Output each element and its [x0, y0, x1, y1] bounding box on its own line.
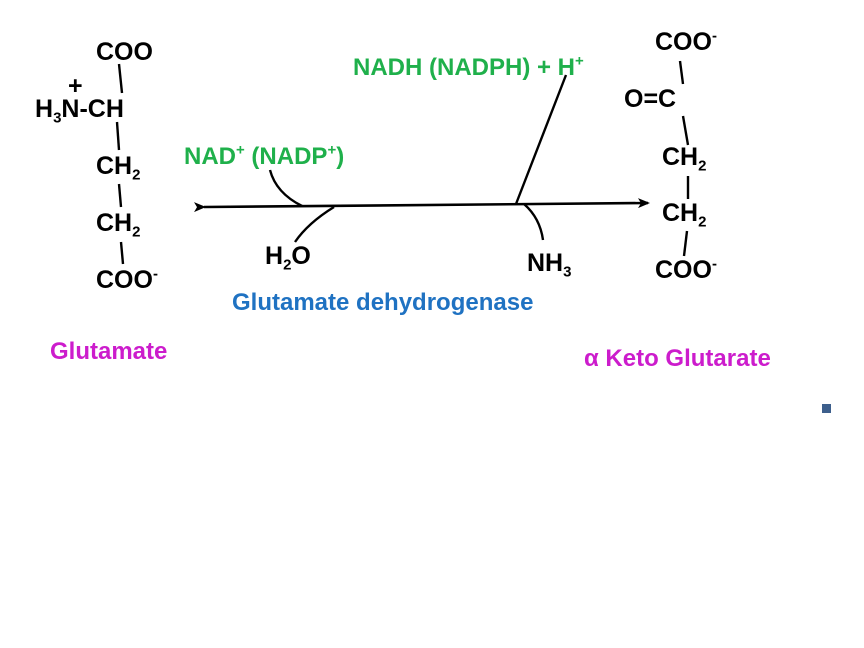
reaction-arrow — [193, 198, 650, 213]
slide-bullet-icon — [822, 404, 831, 413]
ammonia-curve — [523, 203, 545, 241]
keto-name: α Keto Glutarate — [584, 345, 771, 372]
water-curve — [294, 205, 335, 243]
glutamate-amine: H3N-CH — [35, 95, 124, 127]
glutamate-ch2-2: CH2 — [96, 209, 141, 241]
keto-bond-2 — [681, 115, 690, 146]
ammonia-label: NH3 — [527, 249, 572, 281]
glutamate-ch2-1: CH2 — [96, 152, 141, 184]
keto-bond-1 — [678, 60, 685, 85]
keto-ch2-2: CH2 — [662, 199, 707, 231]
glutamate-bond-1 — [117, 63, 124, 94]
glutamate-bond-2 — [115, 121, 121, 151]
enzyme-label: Glutamate dehydrogenase — [232, 289, 534, 316]
nad-curve — [268, 169, 303, 208]
keto-oxo: O=C — [624, 85, 677, 113]
glutamate-charge: + — [68, 72, 83, 100]
nadh-line — [514, 74, 568, 205]
keto-coo-bottom: COO- — [655, 255, 717, 284]
nad-label: NAD+ (NADP+) — [184, 141, 345, 170]
glutamate-bond-3 — [117, 183, 123, 208]
glutamate-bond-4 — [119, 241, 125, 265]
glutamate-coo-bottom: COO- — [96, 265, 158, 294]
glutamate-name: Glutamate — [50, 338, 168, 365]
glutamate-coo-top: COO — [96, 38, 153, 66]
keto-coo-top: COO- — [655, 27, 717, 56]
water-label: H2O — [265, 242, 311, 274]
keto-bond-4 — [682, 230, 689, 257]
nadh-label: NADH (NADPH) + H+ — [353, 52, 584, 81]
keto-ch2-1: CH2 — [662, 143, 707, 175]
